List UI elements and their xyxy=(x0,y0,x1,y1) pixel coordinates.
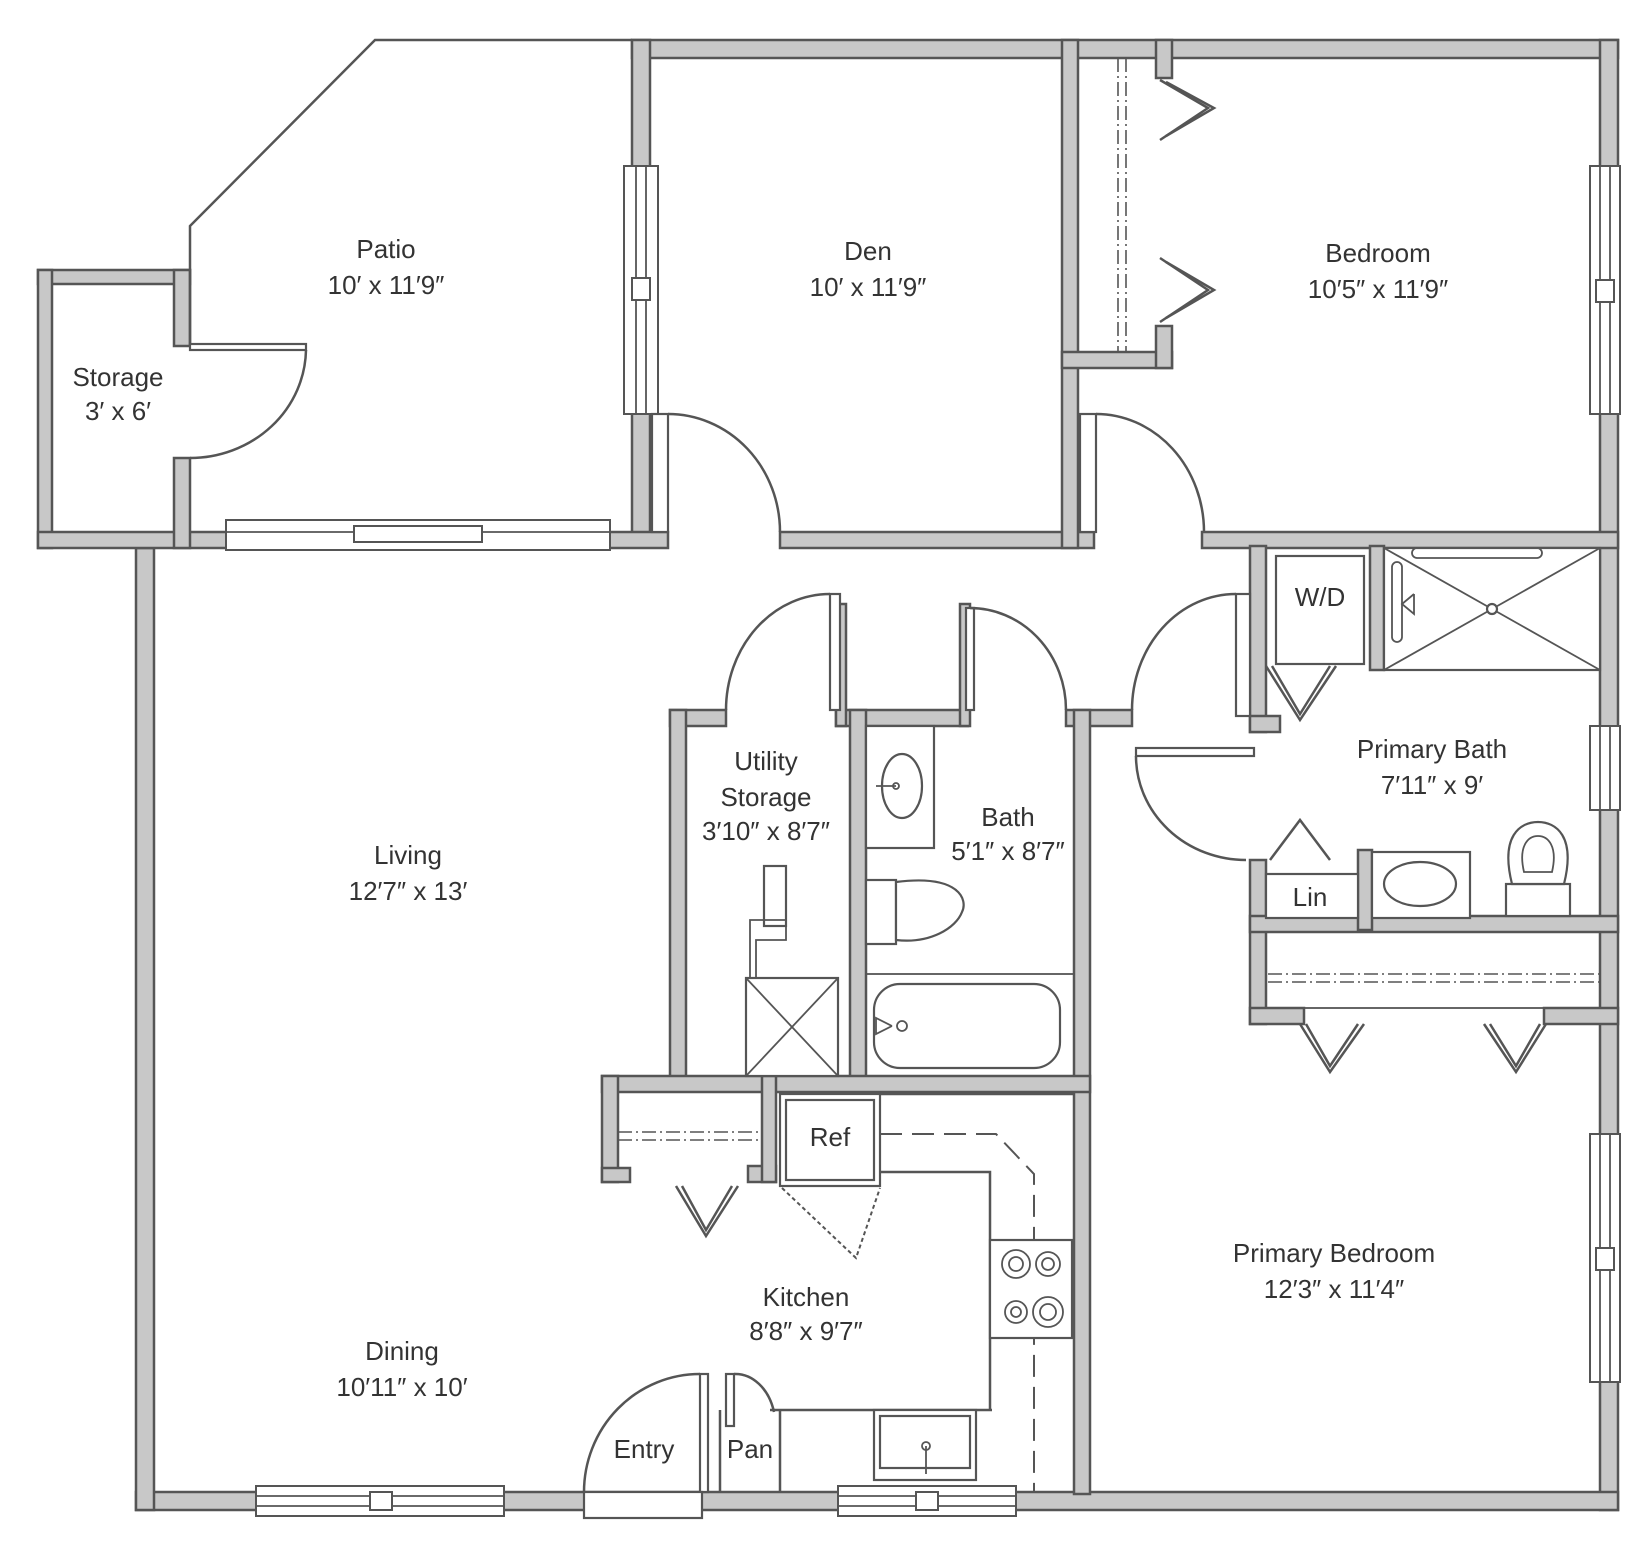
wall-storage-top xyxy=(36,268,192,286)
wall-closet-jamb-low xyxy=(1154,324,1174,370)
wall-utility-left xyxy=(668,708,688,1092)
primary-toilet-bowl xyxy=(1507,820,1569,886)
bath-toilet-tank xyxy=(864,878,898,946)
label-bath: Bath xyxy=(981,802,1035,832)
den-door xyxy=(667,412,782,533)
wall-pbath-jamb xyxy=(1248,714,1282,734)
size-patio: 10′ x 11′9″ xyxy=(328,270,445,300)
size-utility: 3′10″ x 8′7″ xyxy=(702,816,830,846)
washer-dryer xyxy=(1274,554,1366,666)
label-dining: Dining xyxy=(365,1336,439,1366)
window-den-left xyxy=(623,165,659,415)
wall-pcloset-bottom-r xyxy=(1542,1006,1620,1026)
label-kitchen: Kitchen xyxy=(763,1282,850,1312)
wall-utility-bottom xyxy=(600,1074,1092,1094)
label-bedroom: Bedroom xyxy=(1325,238,1431,268)
wall-den-right xyxy=(1060,38,1080,550)
linen-closet xyxy=(1264,872,1360,920)
utility-door xyxy=(724,592,831,711)
window-primary-bath xyxy=(1589,725,1621,811)
range xyxy=(988,1238,1074,1340)
bathtub xyxy=(865,973,1075,1077)
size-primary-bath: 7′11″ x 9′ xyxy=(1381,770,1483,800)
label-storage: Storage xyxy=(72,362,163,392)
wall-den-bottom xyxy=(778,530,1096,550)
size-bath: 5′1″ x 8′7″ xyxy=(951,836,1064,866)
wall-utility-right xyxy=(848,708,868,1092)
label-living: Living xyxy=(374,840,442,870)
label-utility-line1: Utility xyxy=(734,746,798,776)
label-entry: Entry xyxy=(614,1434,675,1464)
wall-left xyxy=(134,546,156,1512)
labels: Patio 10′ x 11′9″ Den 10′ x 11′9″ Bedroo… xyxy=(72,234,1507,1464)
storage-door xyxy=(188,342,308,352)
bath-door xyxy=(969,606,1068,711)
wall-storage-right-top xyxy=(172,268,192,348)
size-living: 12′7″ x 13′ xyxy=(349,876,468,906)
wall-closet-jamb-high xyxy=(1154,38,1174,80)
wall-pantry-bottom-l xyxy=(600,1166,632,1184)
patio-outline xyxy=(188,38,632,346)
entry-door xyxy=(582,1372,701,1493)
wall-pbath-left xyxy=(1248,544,1268,734)
label-primary-bath: Primary Bath xyxy=(1357,734,1507,764)
wall-pantry-left xyxy=(600,1074,620,1184)
wall-pcloset-bottom-l xyxy=(1248,1006,1306,1026)
wall-wd-right xyxy=(1368,544,1386,672)
label-primary-bedroom: Primary Bedroom xyxy=(1233,1238,1435,1268)
size-bedroom: 10′5″ x 11′9″ xyxy=(1308,274,1448,304)
wall-pantry-right xyxy=(760,1074,778,1184)
size-primary-bedroom: 12′3″ x 11′4″ xyxy=(1264,1274,1404,1304)
wall-pbath-left-low xyxy=(1248,858,1268,1026)
bedroom-door xyxy=(1095,412,1206,533)
bath-toilet-bowl xyxy=(894,879,965,942)
size-kitchen: 8′8″ x 9′7″ xyxy=(749,1316,862,1346)
wall-top xyxy=(630,38,1620,60)
windows xyxy=(225,165,1621,1517)
size-dining: 10′11″ x 10′ xyxy=(336,1372,467,1402)
size-storage: 3′ x 6′ xyxy=(85,396,151,426)
label-den: Den xyxy=(844,236,892,266)
wall-storage-right-bottom xyxy=(172,456,192,550)
label-patio: Patio xyxy=(356,234,415,264)
label-wd: W/D xyxy=(1295,582,1346,612)
bifold-doors xyxy=(618,58,1601,1239)
label-ref: Ref xyxy=(810,1122,851,1152)
primary-toilet-tank xyxy=(1504,882,1572,918)
wall-lin-right xyxy=(1356,848,1374,932)
wall-storage-left xyxy=(36,268,54,550)
label-utility-line2: Storage xyxy=(720,782,811,812)
primary-bedroom-door xyxy=(1134,755,1247,862)
fixtures xyxy=(744,546,1602,1492)
doors xyxy=(188,342,1256,1520)
size-den: 10′ x 11′9″ xyxy=(810,272,927,302)
label-pan: Pan xyxy=(727,1434,773,1464)
wall-bath-right xyxy=(1072,708,1092,1496)
label-lin: Lin xyxy=(1293,882,1328,912)
primary-bath-door xyxy=(1130,592,1237,711)
